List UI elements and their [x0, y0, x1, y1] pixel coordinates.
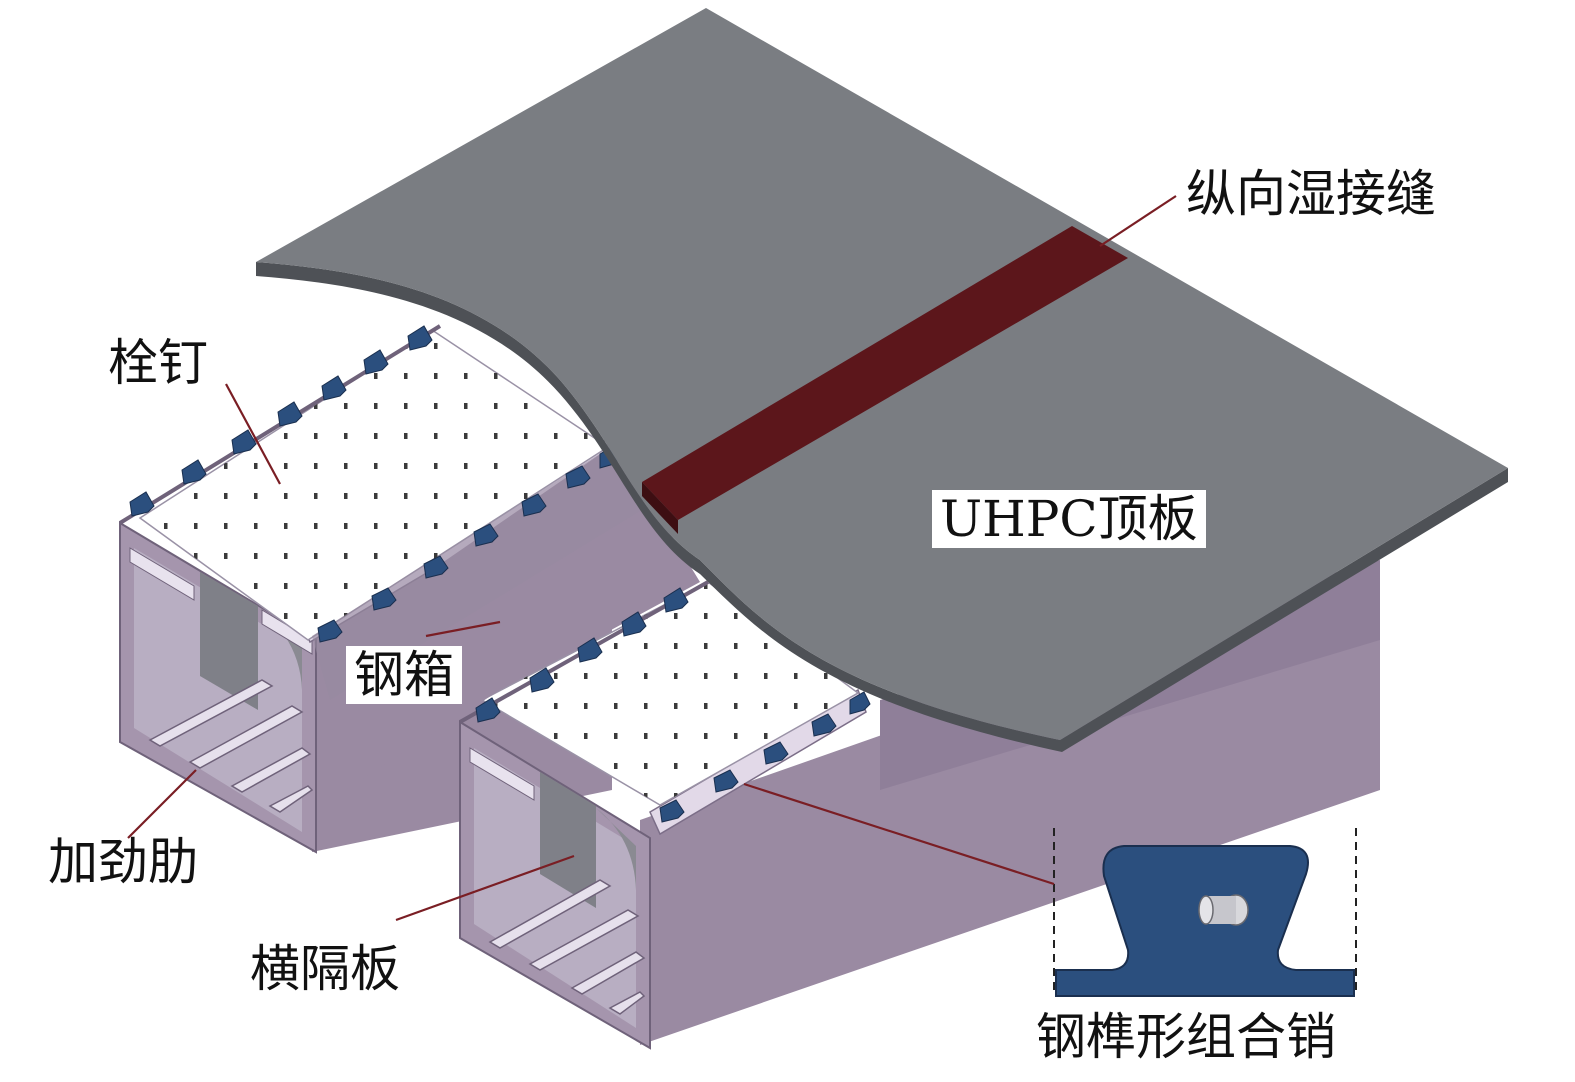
leader-box	[425, 620, 501, 638]
middle-web-wall	[330, 446, 700, 800]
label-longitudinal-wet-joint: 纵向湿接缝	[1186, 165, 1436, 223]
right-box-stiffeners	[488, 879, 646, 1015]
label-diaphragm: 横隔板	[250, 940, 400, 998]
leader-diaphragm	[395, 854, 575, 922]
right-box-diaphragm	[540, 772, 596, 908]
leader-pin	[743, 782, 1055, 886]
longitudinal-wet-joint	[642, 226, 1128, 520]
left-box-stiffeners	[148, 679, 314, 813]
leader-stud	[225, 383, 281, 485]
label-dovetail-pin: 钢榫形组合销	[1036, 1008, 1336, 1066]
left-box-interior	[134, 548, 302, 832]
label-steel-box: 钢箱	[346, 646, 462, 704]
left-box-diaphragm	[200, 572, 258, 710]
leader-joint	[1099, 195, 1177, 247]
leader-lines	[127, 195, 1177, 922]
uhpc-deck	[256, 8, 1508, 752]
leader-rib	[127, 769, 197, 839]
label-uhpc-deck: UHPC顶板	[932, 490, 1206, 548]
right-box-interior	[474, 748, 636, 1028]
dovetail-pin-inset	[1053, 828, 1357, 997]
label-stiffener: 加劲肋	[48, 833, 198, 891]
connector-rows	[129, 325, 871, 823]
label-shear-stud: 栓钉	[108, 334, 208, 392]
